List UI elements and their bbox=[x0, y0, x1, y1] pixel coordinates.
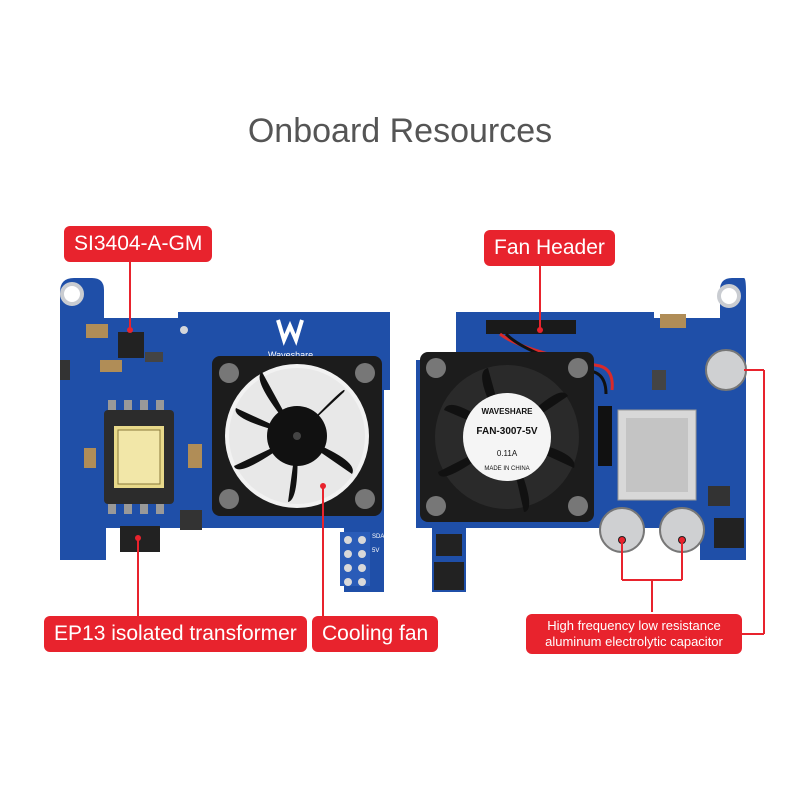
back-cooling-fan: WAVESHARE FAN-3007-5V 0.11A MADE IN CHIN… bbox=[420, 352, 594, 522]
label-ep13-transformer: EP13 isolated transformer bbox=[44, 616, 307, 652]
svg-text:FAN-3007-5V: FAN-3007-5V bbox=[476, 426, 537, 437]
svg-text:SDA: SDA bbox=[372, 534, 384, 540]
label-capacitor-line1: High frequency low resistance bbox=[547, 618, 721, 633]
poe-hat-front-board: Waveshare PoE HAT (D) SCL SDA GND 5V bbox=[60, 278, 390, 592]
svg-text:MADE IN CHINA: MADE IN CHINA bbox=[484, 466, 529, 472]
svg-text:0.11A: 0.11A bbox=[497, 449, 518, 458]
label-capacitor: High frequency low resistance aluminum e… bbox=[526, 614, 742, 654]
waveshare-logo: Waveshare bbox=[268, 319, 313, 360]
svg-text:GND: GND bbox=[324, 548, 338, 554]
svg-text:SCL: SCL bbox=[326, 534, 338, 540]
svg-text:WAVESHARE: WAVESHARE bbox=[482, 407, 534, 416]
i2c-pins: SCL SDA GND 5V bbox=[324, 532, 384, 586]
label-capacitor-line2: aluminum electrolytic capacitor bbox=[545, 634, 723, 649]
poe-hat-back-board: WAVESHARE FAN-3007-5V 0.11A MADE IN CHIN… bbox=[416, 278, 747, 592]
label-fan-header: Fan Header bbox=[484, 230, 615, 266]
board-model-text: PoE HAT (D) bbox=[220, 533, 308, 550]
label-cooling-fan: Cooling fan bbox=[312, 616, 439, 652]
svg-text:5V: 5V bbox=[372, 548, 379, 554]
front-cooling-fan bbox=[212, 356, 382, 516]
brand-text: Waveshare bbox=[268, 350, 313, 360]
ep13-transformer bbox=[104, 400, 174, 514]
annotation-lines bbox=[127, 262, 765, 635]
page-title: Onboard Resources bbox=[247, 112, 553, 150]
label-si3404: SI3404-A-GM bbox=[64, 226, 213, 262]
